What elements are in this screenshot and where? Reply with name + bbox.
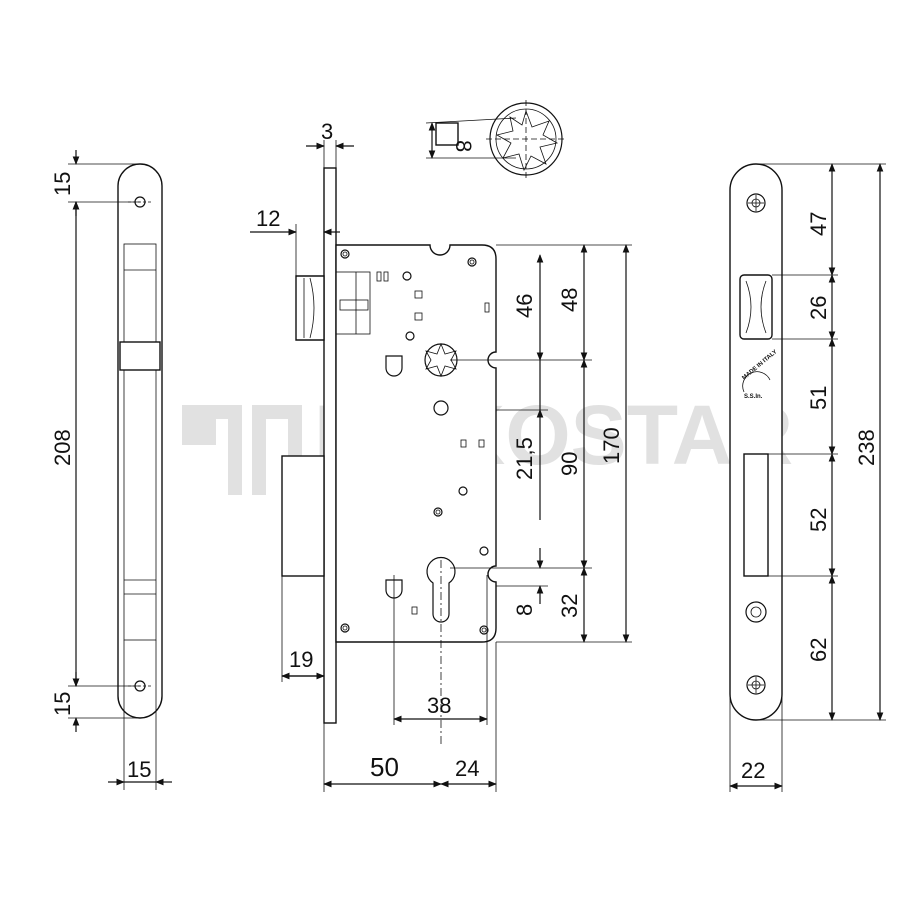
dim-strike-latch-bolt: 51 [806, 386, 831, 410]
dim-faceplate-height: 208 [50, 429, 75, 466]
dim-strike-latch-opening: 26 [806, 296, 831, 320]
dim-follower-top: 48 [557, 288, 582, 312]
follower-detail: 8 [425, 100, 566, 178]
dim-strike-width: 22 [741, 758, 765, 783]
dim-strike-top-latch: 47 [806, 212, 831, 236]
stamp-line-2: S.S.In. [744, 394, 763, 400]
square-spindle [435, 122, 459, 146]
strike-hole-middle [745, 601, 767, 623]
lock-body-view [281, 167, 497, 745]
lock-body-top-dimensions: 3 12 [250, 119, 354, 278]
faceplate-left-dimensions: 15 208 15 15 [50, 150, 172, 790]
strike-plate-dimensions: 47 26 51 52 62 238 22 [729, 163, 886, 792]
dim-follower-cylinder: 90 [557, 452, 582, 476]
latch-profile [119, 341, 161, 371]
dim-follower-cylinder-mid: 21,5 [512, 437, 537, 480]
dim-keyhole-spacing: 38 [427, 693, 451, 718]
dim-follower-top-inner: 46 [512, 294, 537, 318]
case-screw-1 [340, 249, 350, 259]
dim-cylinder-offset: 8 [512, 604, 537, 616]
case-screw-2 [467, 257, 477, 267]
dim-faceplate-width: 15 [127, 757, 151, 782]
dim-bolt-projection: 19 [289, 647, 313, 672]
lock-case [335, 244, 497, 643]
lock-faceplate-edge [323, 167, 337, 724]
faceplate-left-view [117, 163, 163, 719]
dim-cylinder-bottom: 32 [557, 594, 582, 618]
faceplate-outline [117, 163, 163, 719]
dim-body-height: 170 [599, 427, 624, 464]
bolt-opening [743, 453, 769, 577]
case-screw-3 [340, 623, 350, 633]
case-screw-4 [479, 625, 489, 635]
strike-plate-outline [729, 163, 783, 721]
faceplate-slot [123, 243, 157, 641]
dim-faceplate-thickness: 3 [321, 119, 333, 144]
dim-backset: 50 [370, 752, 399, 782]
lock-body-bottom-dimensions: 19 38 50 24 [281, 576, 497, 792]
dim-strike-bolt-bottom: 62 [806, 638, 831, 662]
dim-faceplate-bottom-offset: 15 [50, 692, 75, 716]
dim-strike-height: 238 [854, 429, 879, 466]
dead-bolt [281, 455, 325, 577]
dim-rear-offset: 24 [455, 756, 479, 781]
lock-body-right-dimensions: 46 21,5 8 48 90 32 170 [450, 244, 632, 643]
dim-strike-bolt-opening: 52 [806, 508, 831, 532]
dim-spindle-square: 8 [451, 140, 476, 152]
dim-latch-projection: 12 [256, 206, 280, 231]
latch-opening [739, 274, 773, 340]
euro-cylinder-hole-icon [426, 556, 456, 623]
latch-bolt [295, 275, 325, 341]
strike-plate-view: MADE IN ITALY S.S.In. [729, 163, 783, 721]
dim-faceplate-top-offset: 15 [50, 172, 75, 196]
